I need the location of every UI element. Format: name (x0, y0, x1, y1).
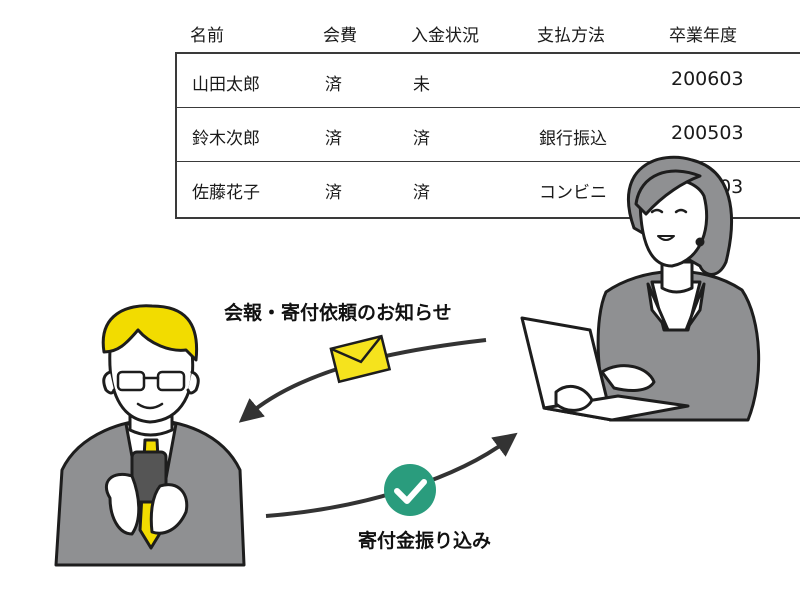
cell-method: 銀行振込 (539, 129, 607, 149)
envelope-icon (329, 334, 392, 384)
header-name: 名前 (190, 26, 224, 46)
header-fee: 会費 (323, 26, 357, 46)
cell-name: 佐藤花子 (192, 183, 260, 203)
cell-status: 済 (413, 183, 430, 203)
cell-fee: 済 (325, 129, 342, 149)
cell-status: 未 (413, 75, 430, 95)
header-payment-status: 入金状況 (411, 26, 479, 46)
cell-fee: 済 (325, 183, 342, 203)
notice-caption: 会報・寄付依頼のお知らせ (224, 302, 452, 324)
cell-name: 鈴木次郎 (192, 129, 260, 149)
header-payment-method: 支払方法 (537, 26, 605, 46)
cell-year: 200603 (671, 68, 744, 90)
table-row: 鈴木次郎 済 済 銀行振込 200503 (177, 107, 800, 161)
header-graduation-year: 卒業年度 (669, 26, 737, 46)
cell-status: 済 (413, 129, 430, 149)
cell-fee: 済 (325, 75, 342, 95)
member-man-illustration (54, 304, 246, 567)
staff-woman-illustration (520, 155, 761, 422)
table-row: 山田太郎 済 未 200603 (177, 54, 800, 107)
cell-name: 山田太郎 (192, 75, 260, 95)
cell-year: 200503 (671, 122, 744, 144)
table-body: 山田太郎 済 未 200603 鈴木次郎 済 済 銀行振込 200503 佐藤花… (175, 52, 800, 219)
cell-method: コンビニ (539, 183, 607, 203)
donation-caption: 寄付金振り込み (358, 530, 492, 552)
check-icon (384, 464, 436, 516)
table-header: 名前 会費 入金状況 支払方法 卒業年度 (175, 0, 800, 52)
